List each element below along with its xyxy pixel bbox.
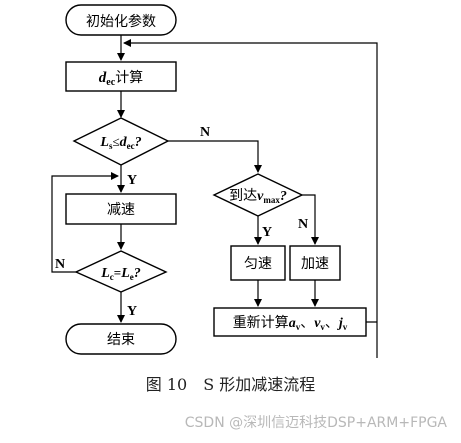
decision-ls-le-dec <box>72 117 170 166</box>
decision-ls-le-dec-label: Ls≤dec? <box>99 134 141 151</box>
calc-dec-box <box>65 61 177 92</box>
end-terminal <box>65 323 177 355</box>
cond1-yes-label: Y <box>127 173 137 188</box>
recalc-label: 重新计算av、vv、jv <box>233 315 348 332</box>
accel-label: 加速 <box>301 256 329 272</box>
cond3-yes-label: Y <box>262 225 272 240</box>
decision-reach-vmax <box>212 173 304 217</box>
edge-cond1-no <box>168 140 262 173</box>
watermark: CSDN @深圳信迈科技DSP+ARM+FPGA <box>184 415 447 431</box>
calc-dec-label: dec计算 <box>99 70 143 88</box>
end-label: 结束 <box>107 332 135 348</box>
uniform-box <box>230 245 286 281</box>
cond1-no-label: N <box>200 125 210 140</box>
accel-box <box>289 245 341 281</box>
init-label: 初始化参数 <box>86 13 156 30</box>
decel-box <box>65 193 177 225</box>
recalc-box <box>213 307 367 337</box>
figure-caption: 图 10 S 形加减速流程 <box>145 375 316 394</box>
uniform-label: 匀速 <box>244 256 272 272</box>
edge-cond2-no-loop <box>51 172 119 273</box>
decision-reach-vmax-label: 到达vmax? <box>229 188 287 205</box>
connectors <box>51 35 378 358</box>
edge-recalc-loop-back <box>123 39 378 358</box>
decel-label: 减速 <box>107 202 135 218</box>
decision-lc-eq-le-label: Lc=Le? <box>100 265 141 282</box>
cond3-no-label: N <box>298 217 308 232</box>
init-terminal <box>65 4 177 36</box>
cond2-yes-label: Y <box>127 304 137 319</box>
edge-cond3-no <box>302 194 319 245</box>
cond2-no-label: N <box>55 257 65 272</box>
decision-lc-eq-le <box>74 250 168 293</box>
